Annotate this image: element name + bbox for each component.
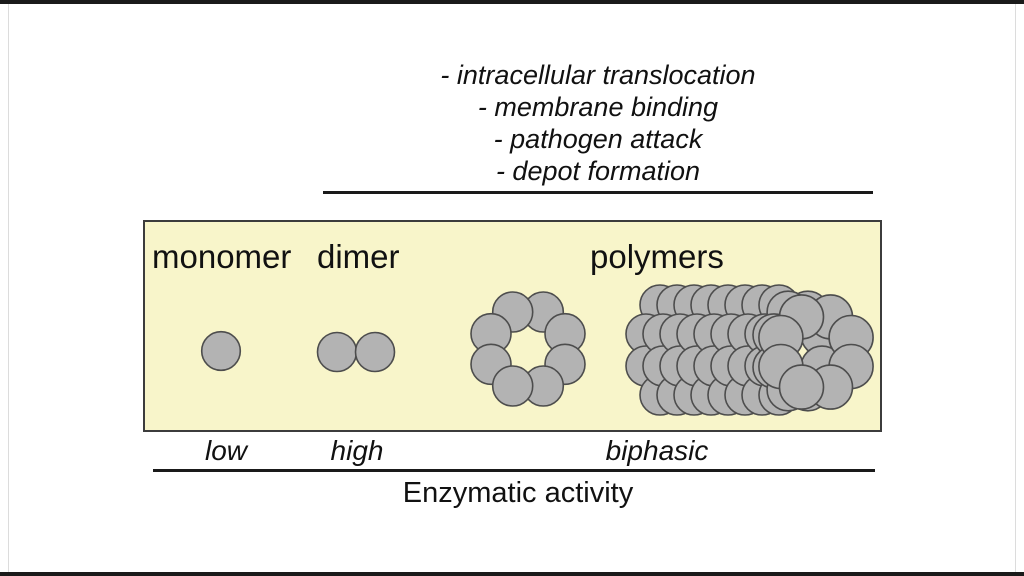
activity-label-biphasic: biphasic	[605, 435, 709, 466]
frame-bottom-bar	[0, 572, 1024, 576]
activity-axis-line	[153, 469, 875, 472]
state-label-polymers: polymers	[590, 238, 724, 275]
ring-oligomer-illustration	[470, 291, 586, 407]
activity-label-low: low	[204, 435, 247, 466]
polymer-tube-illustration	[625, 284, 874, 416]
activity-label-high: high	[330, 435, 384, 466]
frame-top-bar	[0, 0, 1024, 4]
dimer-illustration	[316, 331, 396, 373]
monomer-illustration	[200, 330, 242, 372]
function-item: - intracellular translocation	[440, 60, 756, 90]
function-item: - depot formation	[495, 156, 701, 186]
functions-list: - intracellular translocation - membrane…	[348, 59, 848, 187]
state-label-dimer: dimer	[317, 238, 400, 275]
functions-underline	[323, 191, 873, 194]
activity-axis-title: Enzymatic activity	[402, 477, 634, 509]
function-item: - membrane binding	[477, 92, 719, 122]
function-item: - pathogen attack	[493, 124, 703, 154]
state-label-monomer: monomer	[152, 238, 292, 275]
